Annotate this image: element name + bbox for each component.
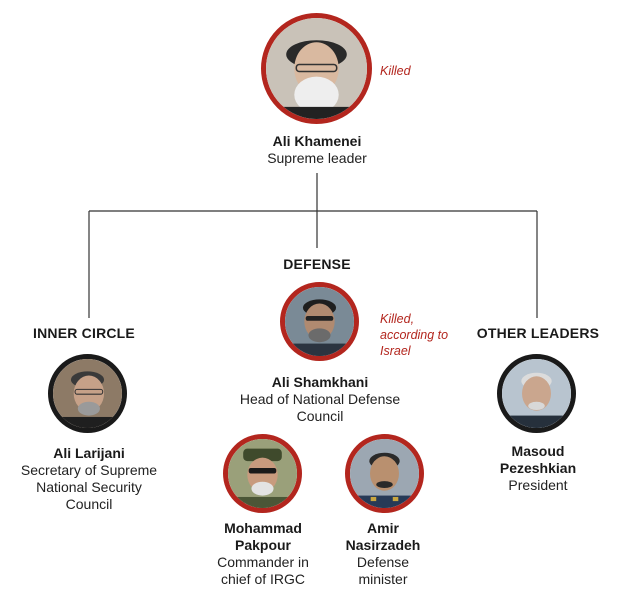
pakpour-name: Mohammad Pakpour [213, 520, 313, 554]
section-inner-circle: INNER CIRCLE [33, 325, 135, 341]
khamenei-role: Supreme leader [237, 150, 397, 167]
khamenei-portrait [261, 13, 372, 124]
nasirzadeh-role: Defense minister [343, 554, 423, 588]
pezeshkian-name: Masoud Pezeshkian [488, 443, 588, 477]
larijani-name: Ali Larijani [53, 445, 125, 462]
shamkhani-name: Ali Shamkhani [272, 374, 368, 391]
shamkhani-status: Killed, according to Israel [380, 311, 450, 359]
pezeshkian-portrait [497, 354, 576, 433]
shamkhani-portrait [280, 282, 359, 361]
khamenei-status: Killed [380, 63, 411, 79]
shamkhani-role: Head of National Defense Council [227, 391, 413, 425]
section-defense: DEFENSE [283, 256, 351, 272]
section-other-leaders: OTHER LEADERS [477, 325, 599, 341]
pakpour-role: Commander in chief of IRGC [208, 554, 318, 588]
nasirzadeh-name-text: Amir Nasirzadeh [346, 520, 421, 553]
pezeshkian-role: President [488, 477, 588, 494]
nasirzadeh-portrait [345, 434, 424, 513]
khamenei-name: Ali Khamenei [273, 133, 362, 150]
pakpour-portrait [223, 434, 302, 513]
larijani-role: Secretary of Supreme National Security C… [12, 462, 167, 513]
larijani-portrait [48, 354, 127, 433]
pakpour-name-text: Mohammad Pakpour [224, 520, 302, 553]
nasirzadeh-name: Amir Nasirzadeh [333, 520, 433, 554]
pezeshkian-name-text: Masoud Pezeshkian [500, 443, 576, 476]
shamkhani-status-text: Killed, according to Israel [380, 312, 448, 358]
